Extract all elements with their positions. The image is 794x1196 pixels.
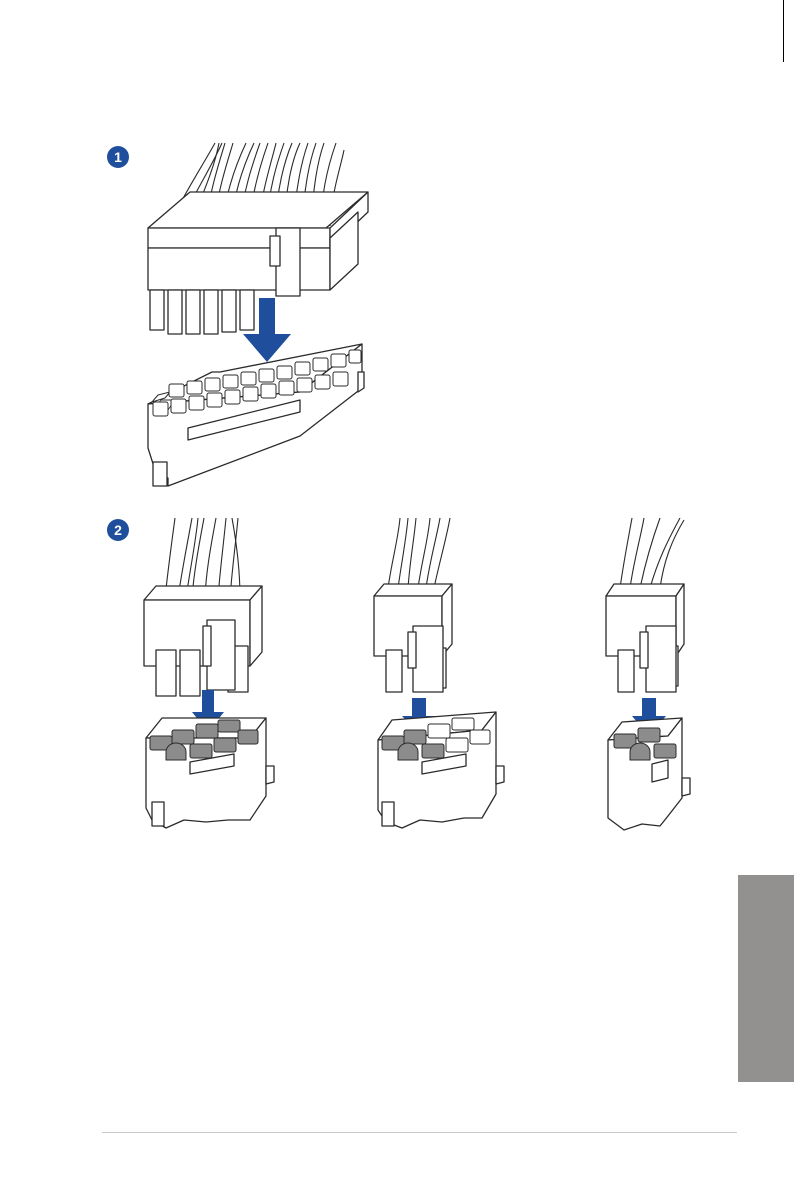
chapter-side-tab xyxy=(738,875,794,1082)
atx-24pin-plug-illustration xyxy=(148,143,368,334)
atx12v-4pin-plug-illustration xyxy=(606,518,684,692)
atx12v-4pin-socket-illustration xyxy=(608,718,690,830)
atx-24pin-socket-illustration xyxy=(148,344,364,486)
eps-8pin-socket-b-illustration xyxy=(378,712,504,828)
footer-rule xyxy=(102,1132,737,1133)
eps-8pin-plug-b-illustration xyxy=(374,518,452,692)
eps-8pin-plug-a-illustration xyxy=(144,518,262,696)
eps-8pin-socket-a-illustration xyxy=(146,718,274,828)
